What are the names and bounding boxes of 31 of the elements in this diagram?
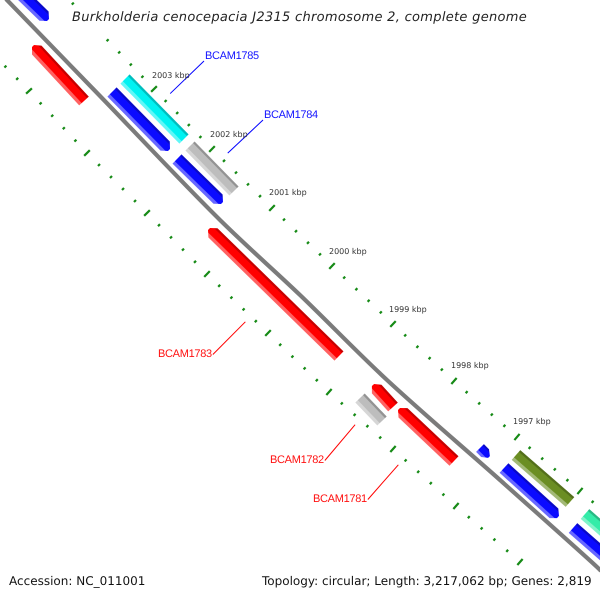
map-title: Burkholderia cenocepacia J2315 chromosome 2, complete genome [72, 10, 528, 26]
scale-label: 2001 kbp [269, 188, 307, 198]
gene-block [18, 0, 49, 21]
accession-text: Accession: NC_011001 [9, 574, 146, 588]
leader-line [212, 321, 246, 355]
gene-block [398, 408, 458, 466]
scale-label: 2002 kbp [210, 130, 248, 140]
scale-label: 2000 kbp [329, 247, 367, 257]
leader-line [227, 120, 264, 154]
gene-bar [580, 509, 600, 536]
gene-label: BCAM1781 [313, 493, 367, 506]
leader-line [367, 464, 399, 500]
scale-label: 1997 kbp [513, 417, 551, 427]
gene-label: BCAM1782 [270, 454, 324, 467]
gene-block [172, 154, 223, 204]
gene-bar [512, 450, 574, 507]
leader-line [170, 60, 204, 94]
scale-label: 1999 kbp [389, 305, 427, 315]
gene-label: BCAM1784 [264, 109, 318, 122]
genome-stats-text: Topology: circular; Length: 3,217,062 bp; Genes: 2,819 [262, 574, 592, 588]
gene-block [107, 87, 170, 151]
gene-label: BCAM1783 [158, 348, 212, 361]
scale-label: 2003 kbp [152, 71, 190, 81]
gene-block [32, 45, 89, 106]
gene-block [476, 444, 490, 458]
gene-block [372, 384, 398, 412]
scale-label: 1998 kbp [451, 361, 489, 371]
gene-label: BCAM1785 [205, 50, 259, 63]
gene-block [500, 463, 559, 518]
gene-bar [355, 394, 387, 426]
gene-bar [185, 142, 239, 196]
